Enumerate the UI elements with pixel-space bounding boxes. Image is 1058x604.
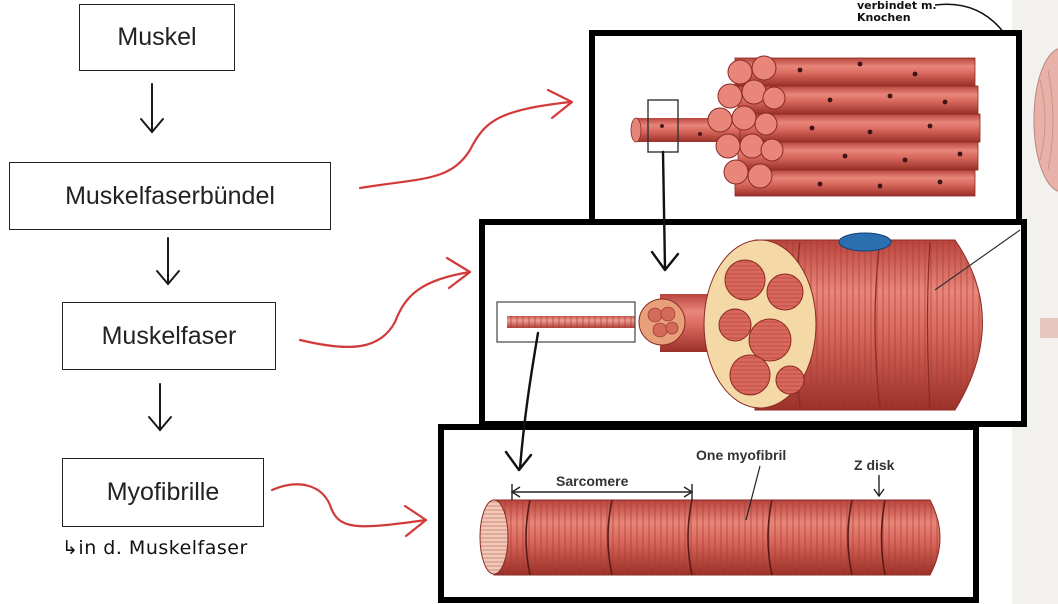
fiber-illustration <box>496 229 1021 411</box>
arrow-down-1 <box>140 83 164 134</box>
corner-note: verbindet m. Knochen <box>857 0 937 24</box>
sarcomere-bracket <box>510 484 694 500</box>
z-disk-arrow <box>873 475 885 498</box>
myofibril-label: One myofibril <box>696 447 786 463</box>
myofibril-pointer <box>745 465 761 521</box>
hierarchy-arrows <box>140 83 180 432</box>
connector-arrows <box>270 88 574 538</box>
corner-note-line1: verbindet m. <box>857 0 937 12</box>
connector-arrow-1 <box>358 88 574 190</box>
fascicle-illustration <box>630 55 981 197</box>
connector-arrow-3 <box>270 483 428 538</box>
panel-myofibril: Sarcomere One myofibril Z disk <box>438 424 979 603</box>
zoom-arrow-fiber-to-myofibril <box>504 331 540 472</box>
box-myofibrille: Myofibrille <box>62 458 264 527</box>
box-muskelfaser: Muskelfaser <box>62 302 276 370</box>
corner-note-line2: Knochen <box>857 11 911 24</box>
myofibril-illustration <box>479 499 941 576</box>
box-muskelfaserbuendel: Muskelfaserbündel <box>9 162 331 230</box>
zoom-arrow-fascicle-to-fiber <box>650 150 680 272</box>
z-disk-label: Z disk <box>854 457 895 473</box>
connector-arrow-2 <box>298 256 472 349</box>
box-muskel: Muskel <box>79 4 235 71</box>
zoom-arrows <box>504 150 680 472</box>
sarcomere-label: Sarcomere <box>556 473 629 489</box>
arrow-down-2 <box>156 237 180 286</box>
arrow-down-3 <box>148 383 172 432</box>
panel-muscle-fiber <box>479 219 1027 427</box>
myofibrille-note: ↳in d. Muskelfaser <box>62 537 248 559</box>
panel-fascicle <box>589 30 1022 225</box>
